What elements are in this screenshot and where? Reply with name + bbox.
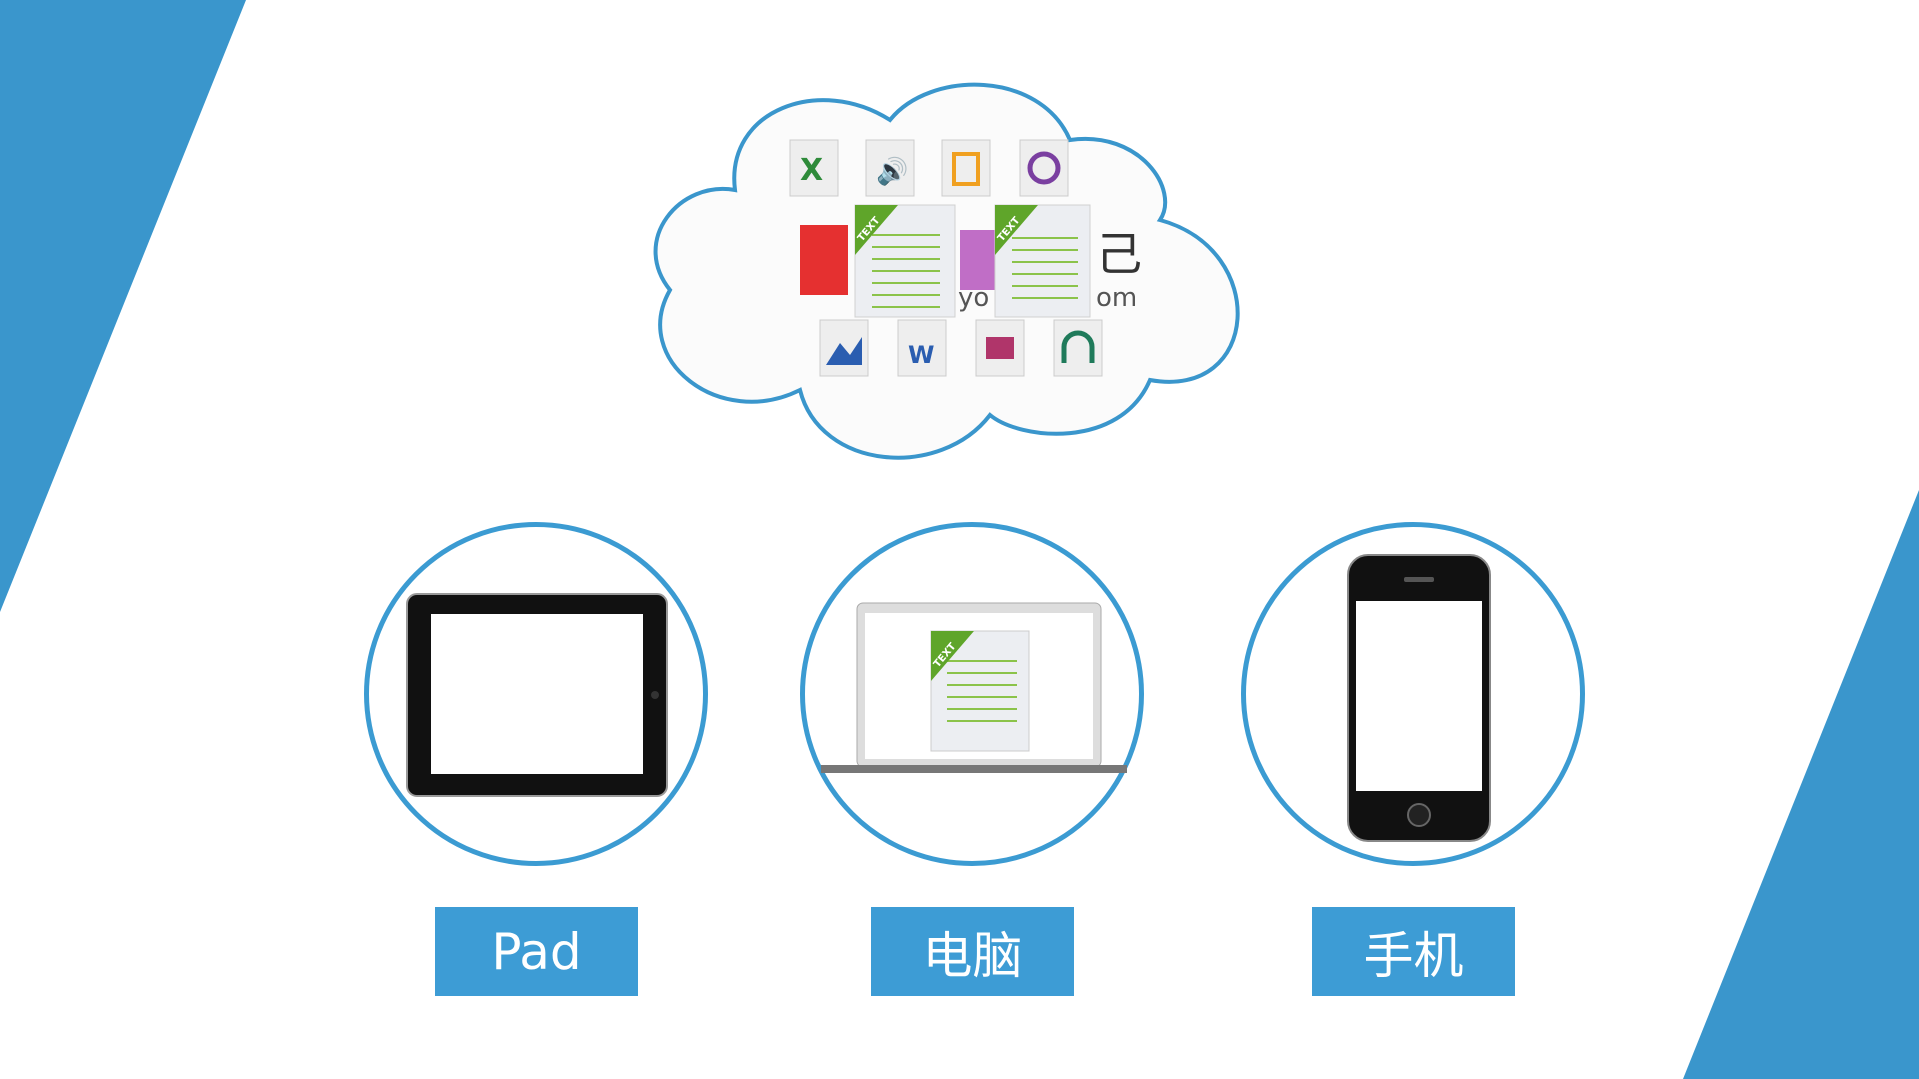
text-doc-icon: TEXT xyxy=(994,204,1091,318)
svg-text:om: om xyxy=(1096,283,1137,313)
laptop-circle: TEXT xyxy=(800,522,1144,866)
right-accent-shape xyxy=(1683,490,1919,1079)
phone-circle xyxy=(1241,522,1585,866)
pad-label: Pad xyxy=(435,907,638,996)
phone-label: 手机 xyxy=(1312,907,1515,996)
laptop-icon: TEXT xyxy=(821,602,1127,773)
pad-circle xyxy=(364,522,708,866)
phone-icon xyxy=(1347,554,1491,842)
svg-text:yo: yo xyxy=(958,283,989,313)
svg-text:X: X xyxy=(800,153,823,188)
file-icons-cluster: X 🔊 W TEXT TEXT 己 yo om xyxy=(789,139,1142,377)
text-doc-icon: TEXT xyxy=(930,630,1030,752)
cloud-storage-graphic: X 🔊 W TEXT TEXT 己 yo om xyxy=(653,82,1240,460)
computer-label: 电脑 xyxy=(871,907,1074,996)
svg-text:W: W xyxy=(908,341,934,369)
left-accent-shape xyxy=(0,0,246,612)
text-doc-icon: TEXT xyxy=(854,204,956,318)
svg-text:己: 己 xyxy=(1096,227,1142,281)
tablet-icon xyxy=(406,593,668,797)
svg-text:🔊: 🔊 xyxy=(876,155,908,187)
